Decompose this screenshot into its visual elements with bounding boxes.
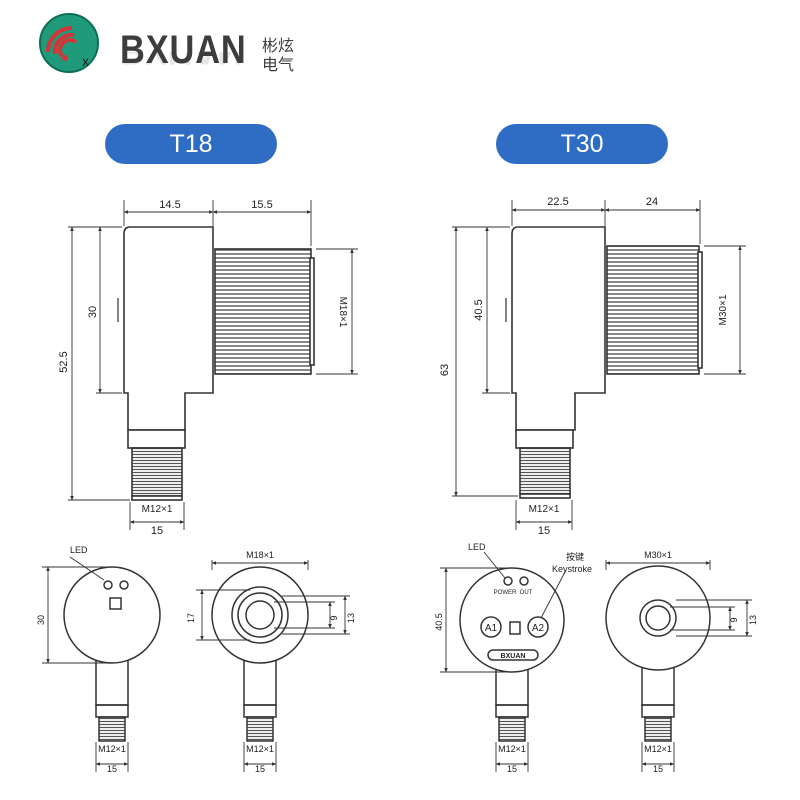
t30-front-brand-plate: BXUAN [501, 653, 526, 660]
t30-dim-body-height: 40.5 [473, 299, 485, 320]
t30-front-dim-connector-width: 15 [507, 764, 517, 774]
brand-name: BXUAN [120, 28, 247, 72]
t30-dim-thread-length: 24 [646, 196, 658, 208]
t30-rear-dimensions [605, 560, 752, 772]
t30-front-key-label-en: Keystroke [552, 564, 592, 574]
t30-front-dim-height: 40.5 [434, 613, 444, 631]
t18-front-view [63, 566, 161, 742]
t18-dim-body-width: 14.5 [159, 199, 180, 211]
t30-rear-connector-label: M12×1 [644, 744, 672, 754]
t30-dim-body-width: 22.5 [547, 196, 568, 208]
t18-front-dim-height: 30 [36, 615, 46, 625]
t18-rear-dim-outer: 17 [186, 613, 196, 623]
t18-front-dimensions [42, 556, 129, 772]
t30-dim-total-height: 63 [439, 364, 451, 376]
t18-rear-connector-label: M12×1 [246, 744, 274, 754]
t30-front-button-a2: A2 [532, 623, 545, 634]
t30-rear-view [605, 565, 711, 742]
t18-dim-body-height: 30 [87, 306, 99, 318]
t30-rear-thread-label: M30×1 [644, 550, 672, 560]
brand-cn-text: 彬炫 电气 [262, 36, 294, 74]
t30-front-view [459, 567, 565, 742]
t18-rear-dim-connector-width: 15 [255, 764, 265, 774]
t18-rear-dimensions [196, 560, 350, 772]
t18-front-dim-connector-width: 15 [107, 764, 117, 774]
brand-header: x BXUAN BXUAN 彬炫 电气 [0, 0, 800, 110]
t30-side-dimensions [452, 200, 746, 530]
t18-dim-thread-length: 15.5 [251, 199, 272, 211]
t18-front-connector-label: M12×1 [98, 744, 126, 754]
t30-connector-label: M12×1 [529, 504, 560, 515]
t18-side-dimensions [68, 200, 358, 530]
t30-rear-dim-inner: 9 [729, 617, 739, 622]
t30-front-power-label: POWER [494, 590, 517, 596]
t30-side-view [505, 226, 703, 499]
title-pill-t18: T18 [105, 124, 277, 164]
t18-connector-label: M12×1 [142, 504, 173, 515]
t18-side-view [117, 226, 315, 501]
t18-dim-total-height: 52.5 [58, 351, 70, 372]
t30-front-connector-label: M12×1 [498, 744, 526, 754]
t30-front-led-label: LED [468, 542, 486, 552]
t30-front-button-a1: A1 [485, 623, 498, 634]
t18-rear-view [211, 566, 309, 742]
brand-cn-line2: 电气 [262, 55, 295, 74]
t18-thread-label: M18×1 [337, 297, 348, 328]
t18-rear-dim-inner: 9 [329, 615, 339, 620]
t18-dim-connector-width: 15 [151, 525, 163, 537]
logo-mark-text: x [82, 53, 89, 69]
t18-rear-thread-label: M18×1 [246, 550, 274, 560]
t30-front-dimensions [440, 551, 567, 772]
t30-rear-dim-connector-width: 15 [653, 764, 663, 774]
t30-front-out-label: OUT [520, 590, 533, 596]
title-pill-t30: T30 [496, 124, 668, 164]
t18-rear-dim-right: 13 [346, 613, 356, 623]
t18-front-led-label: LED [70, 545, 88, 555]
brand-cn-line1: 彬炫 [262, 36, 295, 55]
t30-dim-connector-width: 15 [538, 525, 550, 537]
t30-rear-dim-right: 13 [748, 615, 758, 625]
t30-thread-label: M30×1 [718, 294, 729, 325]
brand-logo-icon: x [39, 13, 99, 73]
t30-front-key-label-cn: 按键 [566, 551, 584, 562]
